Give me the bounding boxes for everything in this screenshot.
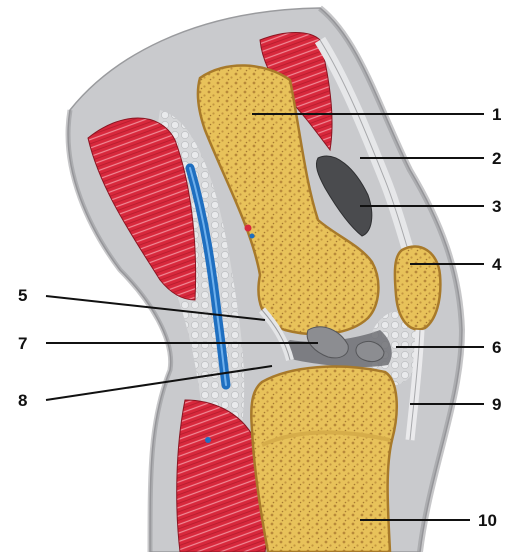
callout-label-9: 9 — [492, 396, 501, 413]
vessel-cross-section — [205, 437, 211, 443]
callout-label-4: 4 — [492, 256, 501, 273]
callout-label-1: 1 — [492, 106, 501, 123]
callout-label-3: 3 — [492, 198, 501, 215]
vessel-cross-section — [250, 234, 255, 239]
callout-label-8: 8 — [18, 392, 27, 409]
vessel-cross-section — [245, 225, 252, 232]
patella — [395, 246, 440, 329]
callout-label-5: 5 — [18, 287, 27, 304]
callout-label-6: 6 — [492, 339, 501, 356]
callout-label-10: 10 — [478, 512, 497, 529]
callout-label-7: 7 — [18, 335, 27, 352]
tibia — [251, 367, 396, 552]
callout-label-2: 2 — [492, 150, 501, 167]
